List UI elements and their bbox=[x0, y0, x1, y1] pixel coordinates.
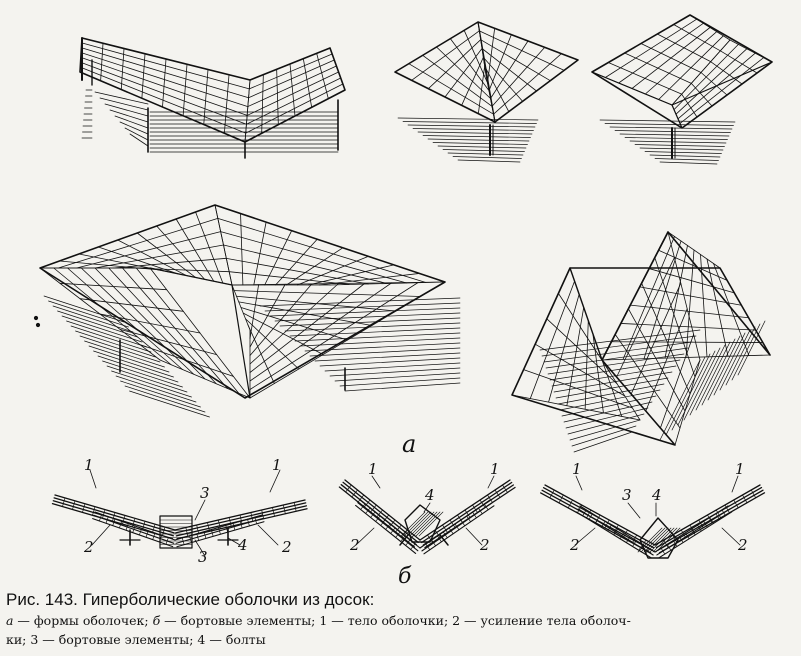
legend-key-b: б bbox=[152, 613, 161, 628]
shell-inverted-umbrella bbox=[591, 14, 773, 165]
detail-right-label-1b: 1 bbox=[735, 460, 745, 478]
detail-mid-label-2b: 2 bbox=[479, 536, 490, 554]
detail-mid-label-1b: 1 bbox=[490, 460, 500, 478]
detail-left-label-1a: 1 bbox=[84, 456, 94, 474]
detail-left-label-4: 4 bbox=[237, 536, 248, 554]
part-a-label: а bbox=[402, 430, 416, 458]
detail-left-label-1b: 1 bbox=[272, 456, 282, 474]
detail-right-label-1a: 1 bbox=[572, 460, 582, 478]
part-b-label: б bbox=[398, 564, 412, 589]
detail-right-label-3: 3 bbox=[622, 486, 632, 504]
shell-large-saddle bbox=[33, 204, 461, 418]
detail-edge-right bbox=[540, 475, 766, 559]
detail-mid-label-4: 4 bbox=[424, 486, 435, 504]
detail-right-label-2b: 2 bbox=[737, 536, 748, 554]
caption-figure-number: Рис. 143. bbox=[6, 590, 78, 609]
detail-left-label-3b: 3 bbox=[198, 548, 208, 566]
detail-mid-label-1a: 1 bbox=[368, 460, 378, 478]
caption-legend-line-1: а — формы оболочек; б — бортовые элемент… bbox=[6, 612, 796, 629]
legend-text-a: — формы оболочек; bbox=[13, 613, 153, 628]
legend-key-a: а bbox=[6, 613, 14, 628]
caption-title-text: Гиперболические оболочки из досок: bbox=[82, 590, 375, 609]
detail-left-label-3a: 3 bbox=[200, 484, 210, 502]
caption-title: Рис. 143. Гиперболические оболочки из до… bbox=[6, 590, 796, 610]
detail-left-label-2a: 2 bbox=[83, 538, 94, 556]
figure-drawing: а б 1 1 2 2 3 3 4 1 1 2 2 4 1 1 2 2 3 4 bbox=[33, 14, 773, 589]
legend-text-b: — бортовые элементы; 1 — тело оболочки; … bbox=[160, 613, 631, 628]
figure-caption: Рис. 143. Гиперболические оболочки из до… bbox=[6, 590, 796, 648]
shell-tent bbox=[511, 231, 771, 453]
detail-right-label-4: 4 bbox=[651, 486, 662, 504]
detail-left-label-2b: 2 bbox=[281, 538, 292, 556]
shell-umbrella bbox=[394, 21, 579, 163]
detail-edge-left bbox=[51, 469, 308, 557]
detail-mid-label-2a: 2 bbox=[349, 536, 360, 554]
detail-right-label-2a: 2 bbox=[569, 536, 580, 554]
caption-legend-line-2: ки; 3 — бортовые элементы; 4 — болты bbox=[6, 632, 266, 647]
shell-folded-roof bbox=[79, 37, 346, 159]
detail-edge-middle bbox=[338, 475, 516, 555]
figure-area: а б 1 1 2 2 3 3 4 1 1 2 2 4 1 1 2 2 3 4 bbox=[33, 14, 773, 589]
